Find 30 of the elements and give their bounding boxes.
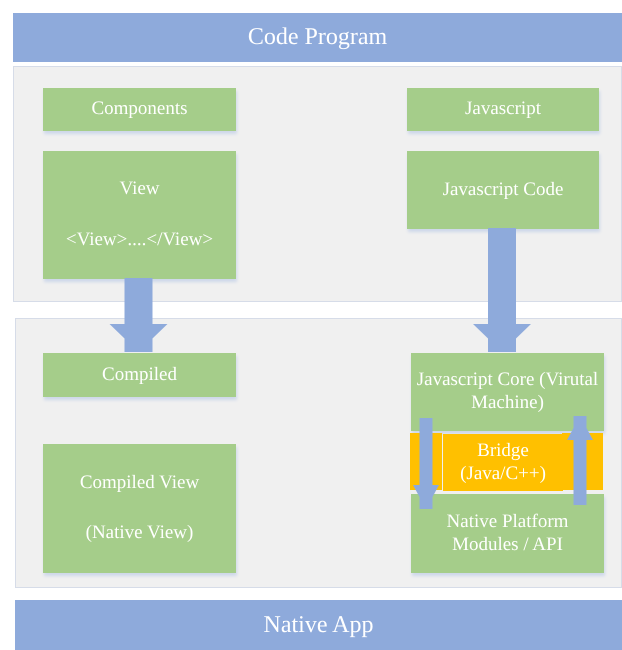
box-label: Javascript Core (Virutal Machine) [416,369,600,415]
panel-background [13,66,622,302]
arrow [110,278,168,352]
box-label: Javascript Code [442,178,564,202]
header-band [15,600,622,650]
process-box [407,151,599,229]
panel-background [15,318,622,588]
box-subtitle: <View>....</View> [64,228,214,252]
box-subtitle: (Native View) [84,522,194,546]
box-label: Native Platform Modules / API [446,510,570,556]
bridge-band [443,434,563,491]
band-title: Code Program [246,23,388,52]
arrow [567,416,593,505]
box-label: View [118,178,160,202]
box-label: Bridge (Java/C++) [459,440,547,486]
process-box [43,151,236,279]
arrow [413,418,439,509]
process-box [43,88,236,131]
process-box [407,88,599,131]
box-label: Components [90,98,189,121]
box-label: Compiled [101,364,178,386]
box-label: Compiled View [78,472,200,495]
process-box [411,353,604,431]
box-label: Javascript [464,98,542,121]
process-box [411,494,604,573]
header-band [13,13,622,62]
band-title: Native App [262,610,374,640]
process-box [43,444,236,573]
process-box [43,353,236,397]
arrow [473,228,531,352]
